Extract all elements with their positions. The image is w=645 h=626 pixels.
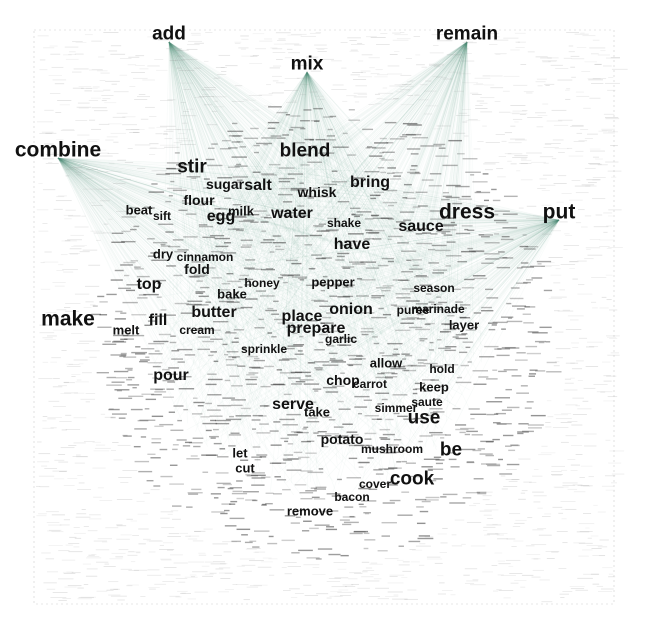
word-label: sauce: [398, 218, 444, 235]
word-label: fold: [184, 261, 210, 277]
word-label: top: [136, 276, 162, 293]
word-label: cinnamon: [176, 250, 234, 264]
word-label: allow: [369, 355, 403, 371]
word-label: stir: [177, 156, 207, 178]
word-label: pepper: [311, 274, 355, 290]
word-label: egg: [206, 208, 236, 225]
word-label: mix: [290, 53, 324, 75]
word-label: mushroom: [360, 442, 424, 456]
tiny-word-marks: [36, 32, 628, 603]
word-label: make: [41, 307, 95, 331]
word-label: cream: [179, 323, 215, 337]
word-label: blend: [279, 140, 331, 162]
word-label: bacon: [334, 490, 370, 504]
word-label: cook: [389, 468, 435, 490]
word-label: milk: [227, 203, 255, 219]
word-label: chop: [326, 372, 360, 388]
word-label: puree: [396, 303, 430, 317]
word-label: salt: [244, 177, 272, 194]
word-label: sugar: [205, 176, 245, 192]
word-label: hold: [429, 362, 455, 376]
word-label: serve: [272, 396, 314, 413]
word-label: be: [439, 439, 463, 461]
word-label: pour: [153, 367, 189, 384]
word-label: remove: [286, 503, 334, 519]
word-label: combine: [14, 138, 102, 162]
word-label: garlic: [324, 332, 358, 346]
word-label: flour: [183, 192, 215, 208]
word-label: butter: [191, 304, 237, 321]
word-label: keep: [419, 379, 449, 395]
plot-frame: [33, 29, 615, 605]
word-label: dress: [438, 200, 496, 224]
word-label: add: [152, 23, 186, 45]
word-label: sift: [153, 209, 171, 223]
word-label: have: [333, 236, 371, 253]
word-label: saute: [411, 395, 443, 409]
word-label: shake: [326, 216, 362, 230]
edge-lines: [57, 41, 560, 498]
word-label: dry: [152, 246, 174, 262]
word-label: place: [281, 308, 323, 325]
word-label: prepare: [286, 320, 346, 337]
word-label: put: [542, 200, 576, 224]
word-label: season: [413, 281, 455, 295]
word-label: bake: [217, 286, 247, 302]
word-label: let: [232, 445, 248, 461]
word-label: honey: [244, 276, 280, 290]
word-label: carrot: [352, 377, 388, 391]
word-label: marinade: [411, 302, 465, 316]
word-label: cut: [235, 460, 255, 476]
word-label: whisk: [297, 184, 337, 200]
word-label: potato: [320, 431, 364, 447]
word-label: beat: [125, 202, 153, 218]
word-label: remain: [435, 23, 499, 45]
word-label: onion: [329, 301, 373, 318]
word-label: layer: [448, 317, 480, 333]
word-label: take: [303, 404, 331, 420]
word-label: bring: [350, 174, 390, 191]
word-label: sprinkle: [240, 342, 288, 356]
word-label: water: [271, 205, 313, 222]
word-label: melt: [112, 322, 140, 338]
word-label: fill: [148, 312, 168, 329]
word-label: simmer: [374, 401, 418, 415]
word-label: cover: [358, 477, 392, 491]
word-label: use: [407, 407, 441, 429]
